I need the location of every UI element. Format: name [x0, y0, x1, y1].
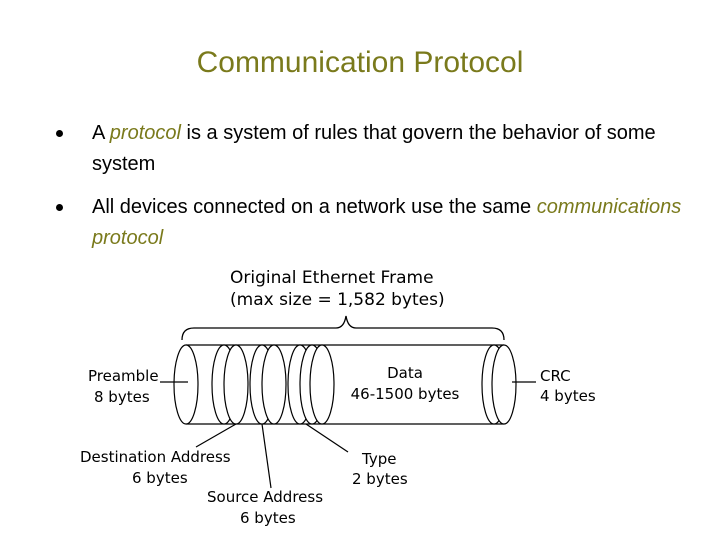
- destination-leader: [195, 423, 237, 448]
- data-ring: [309, 344, 335, 425]
- destination-address-size-label: 6 bytes: [132, 469, 188, 487]
- bullet-dot-icon: [56, 130, 63, 137]
- dest-ring-b: [223, 344, 249, 425]
- segment-rings: [173, 344, 517, 425]
- crc-label: CRC: [540, 367, 571, 385]
- preamble-ring: [173, 344, 199, 425]
- source-address-label: Source Address: [207, 488, 323, 506]
- source-address-size-label: 6 bytes: [240, 509, 296, 527]
- source-ring-b: [261, 344, 287, 425]
- destination-address-label: Destination Address: [80, 448, 231, 466]
- source-leader: [261, 423, 272, 489]
- preamble-label: Preamble: [88, 367, 159, 385]
- preamble-size-label: 8 bytes: [94, 388, 150, 406]
- bullet-item: A protocol is a system of rules that gov…: [56, 118, 696, 180]
- frame-brace: [181, 315, 505, 341]
- bullet-emphasis: protocol: [109, 122, 181, 144]
- bullet-text-post: is a system of rules that govern the beh…: [92, 122, 656, 175]
- crc-size-label: 4 bytes: [540, 387, 596, 405]
- bullet-text-pre: A: [92, 122, 110, 144]
- frame-title-line2: (max size = 1,582 bytes): [230, 290, 445, 310]
- slide-title: Communication Protocol: [196, 46, 524, 79]
- data-size-label: 46-1500 bytes: [351, 385, 460, 403]
- type-label: Type: [361, 450, 396, 468]
- bullet-item: All devices connected on a network use t…: [56, 192, 696, 254]
- bullet-text-pre: All devices connected on a network use t…: [92, 196, 537, 218]
- type-leader: [305, 423, 349, 453]
- bullet-emphasis: communications protocol: [92, 196, 682, 249]
- bullet-list: A protocol is a system of rules that gov…: [56, 118, 696, 266]
- bullet-dot-icon: [56, 204, 63, 211]
- data-label: Data: [387, 364, 423, 382]
- frame-title-line1: Original Ethernet Frame: [230, 268, 434, 288]
- type-size-label: 2 bytes: [352, 470, 408, 488]
- crc-ring-b: [491, 344, 517, 425]
